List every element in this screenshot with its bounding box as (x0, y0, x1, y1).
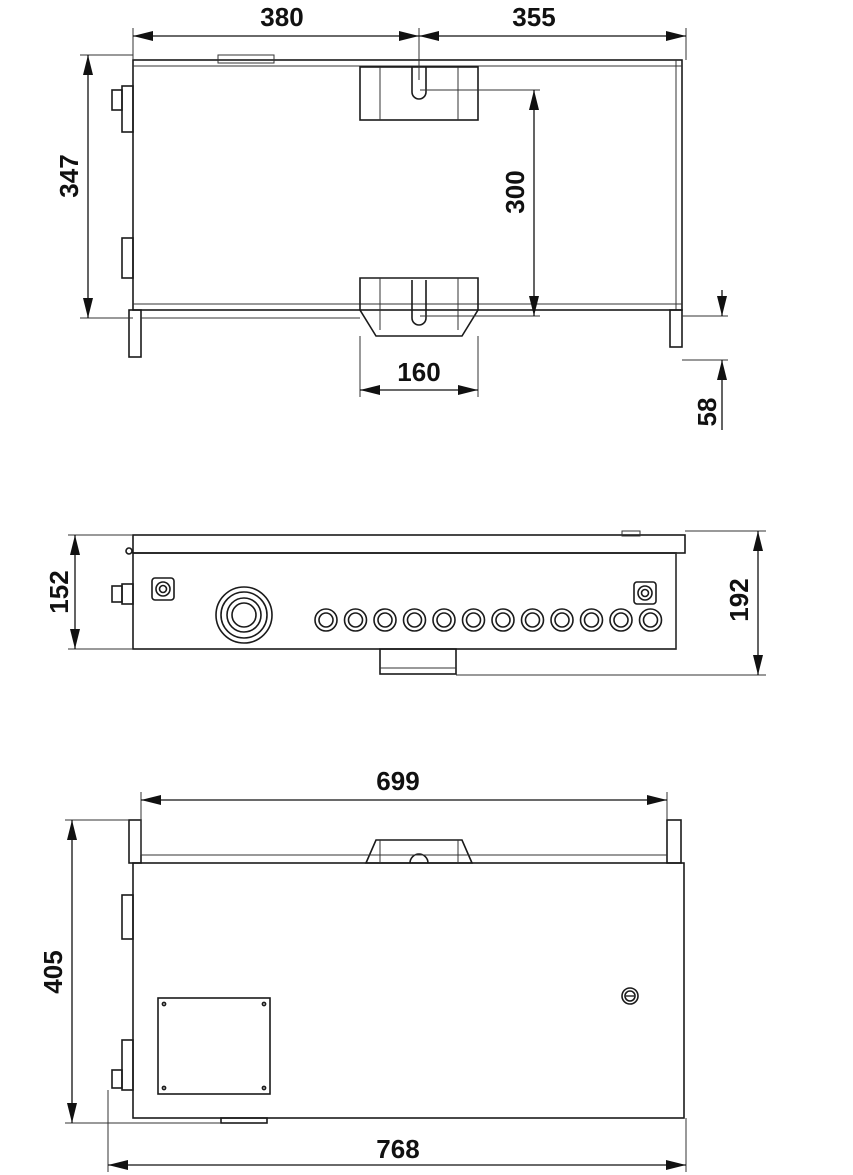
dim-152: 152 (44, 570, 74, 613)
top-hinge-upper (111, 89, 123, 111)
rating-plate (157, 997, 271, 1095)
small-cable-gland (402, 608, 427, 632)
side-view-lid (132, 534, 686, 554)
front-foot-left (128, 819, 142, 864)
dim-192: 192 (724, 578, 754, 621)
small-cable-gland (579, 608, 604, 632)
small-cable-gland (432, 608, 456, 632)
top-view-body (132, 59, 683, 311)
front-view-body (132, 862, 685, 1119)
top-view-handle (217, 54, 275, 64)
dim-160: 160 (397, 357, 440, 387)
top-foot-right (669, 309, 683, 348)
side-hinge (111, 585, 123, 603)
dim-347: 347 (54, 154, 84, 197)
dim-405: 405 (38, 950, 68, 993)
front-foot-right (666, 819, 682, 864)
top-view: 380 355 347 300 160 58 (54, 2, 728, 430)
small-cable-gland (550, 608, 574, 632)
side-view: 152 192 (44, 530, 766, 676)
front-view: 699 405 768 (38, 766, 687, 1172)
front-bottom-tab (220, 1117, 268, 1124)
small-cable-gland (461, 608, 486, 632)
dim-355: 355 (512, 2, 555, 32)
large-cable-gland (215, 586, 273, 644)
small-cable-gland (314, 608, 338, 632)
vent-plug-left (151, 577, 175, 601)
dim-380: 380 (260, 2, 303, 32)
front-hinge-upper (121, 894, 134, 940)
front-view-bracket (364, 839, 474, 864)
side-view-body (132, 552, 677, 650)
door-lock-icon (621, 987, 639, 1005)
dim-699: 699 (376, 766, 419, 796)
top-hinge-lower (121, 237, 134, 279)
side-view-bracket (379, 648, 457, 675)
top-foot-left (128, 309, 142, 358)
small-cable-glands (314, 608, 663, 632)
dim-58: 58 (692, 398, 722, 427)
lower-mounting-bracket (359, 277, 479, 337)
vent-plug-right (633, 581, 657, 605)
small-cable-gland (520, 608, 545, 632)
dim-768: 768 (376, 1134, 419, 1164)
small-cable-gland (343, 608, 368, 632)
small-cable-gland (638, 608, 663, 632)
front-hinge-lower (121, 1039, 134, 1091)
small-cable-gland (373, 608, 397, 632)
small-cable-gland (609, 608, 633, 632)
small-cable-gland (491, 608, 515, 632)
dim-300: 300 (500, 170, 530, 213)
